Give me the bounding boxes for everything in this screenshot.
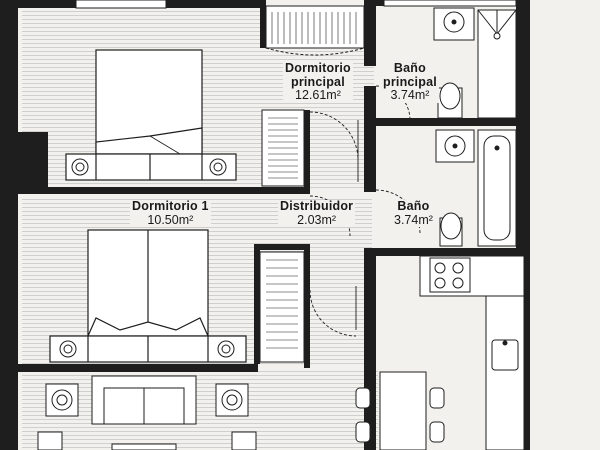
toilet-icon	[439, 212, 463, 247]
room-label-bano: Baño 3.74m²	[392, 199, 435, 227]
room-name: Baño	[393, 61, 426, 75]
sink-icon	[433, 7, 475, 41]
kitchen-sink-icon	[491, 339, 519, 371]
room-label-dormitorio-principal: Dormitorio principal 12.61m²	[283, 61, 353, 103]
shower-tray-icon	[477, 9, 517, 119]
room-area: 12.61m²	[295, 88, 341, 102]
room-label-bano-principal: Baño principal 3.74m²	[381, 61, 439, 103]
armchair-icon	[37, 383, 257, 450]
dining-table	[379, 371, 427, 450]
room-area: 3.74m²	[394, 212, 433, 227]
room-area: 2.03m²	[297, 212, 337, 227]
bathtub-icon	[477, 129, 517, 247]
single-bed-icon	[49, 229, 247, 363]
room-name: principal	[383, 74, 437, 89]
room-name: principal	[290, 74, 345, 89]
nightstand-lamp-icon	[59, 340, 235, 358]
sink-icon	[435, 129, 475, 163]
wardrobe-icon	[259, 251, 305, 363]
room-label-dormitorio-1: Dormitorio 1 10.50m²	[130, 199, 211, 227]
room-area: 10.50m²	[147, 212, 194, 227]
room-name: Distribuidor	[280, 199, 354, 213]
nightstand-lamp-icon	[71, 158, 227, 176]
wardrobe-icon	[261, 109, 305, 187]
windows	[75, 0, 517, 9]
room-name: Baño	[397, 199, 430, 213]
room-name: Dormitorio	[285, 61, 351, 75]
dining-chair-icon	[355, 387, 445, 443]
walls	[0, 0, 530, 450]
room-area: 3.74m²	[390, 88, 430, 102]
room-label-distribuidor: Distribuidor 2.03m²	[278, 199, 356, 227]
room-name: Dormitorio 1	[132, 199, 209, 213]
double-bed-icon	[65, 49, 237, 181]
toilet-icon	[437, 82, 463, 119]
sofa-icon	[91, 375, 197, 450]
cooktop-icon	[429, 257, 471, 293]
wardrobe-icon	[265, 5, 365, 56]
